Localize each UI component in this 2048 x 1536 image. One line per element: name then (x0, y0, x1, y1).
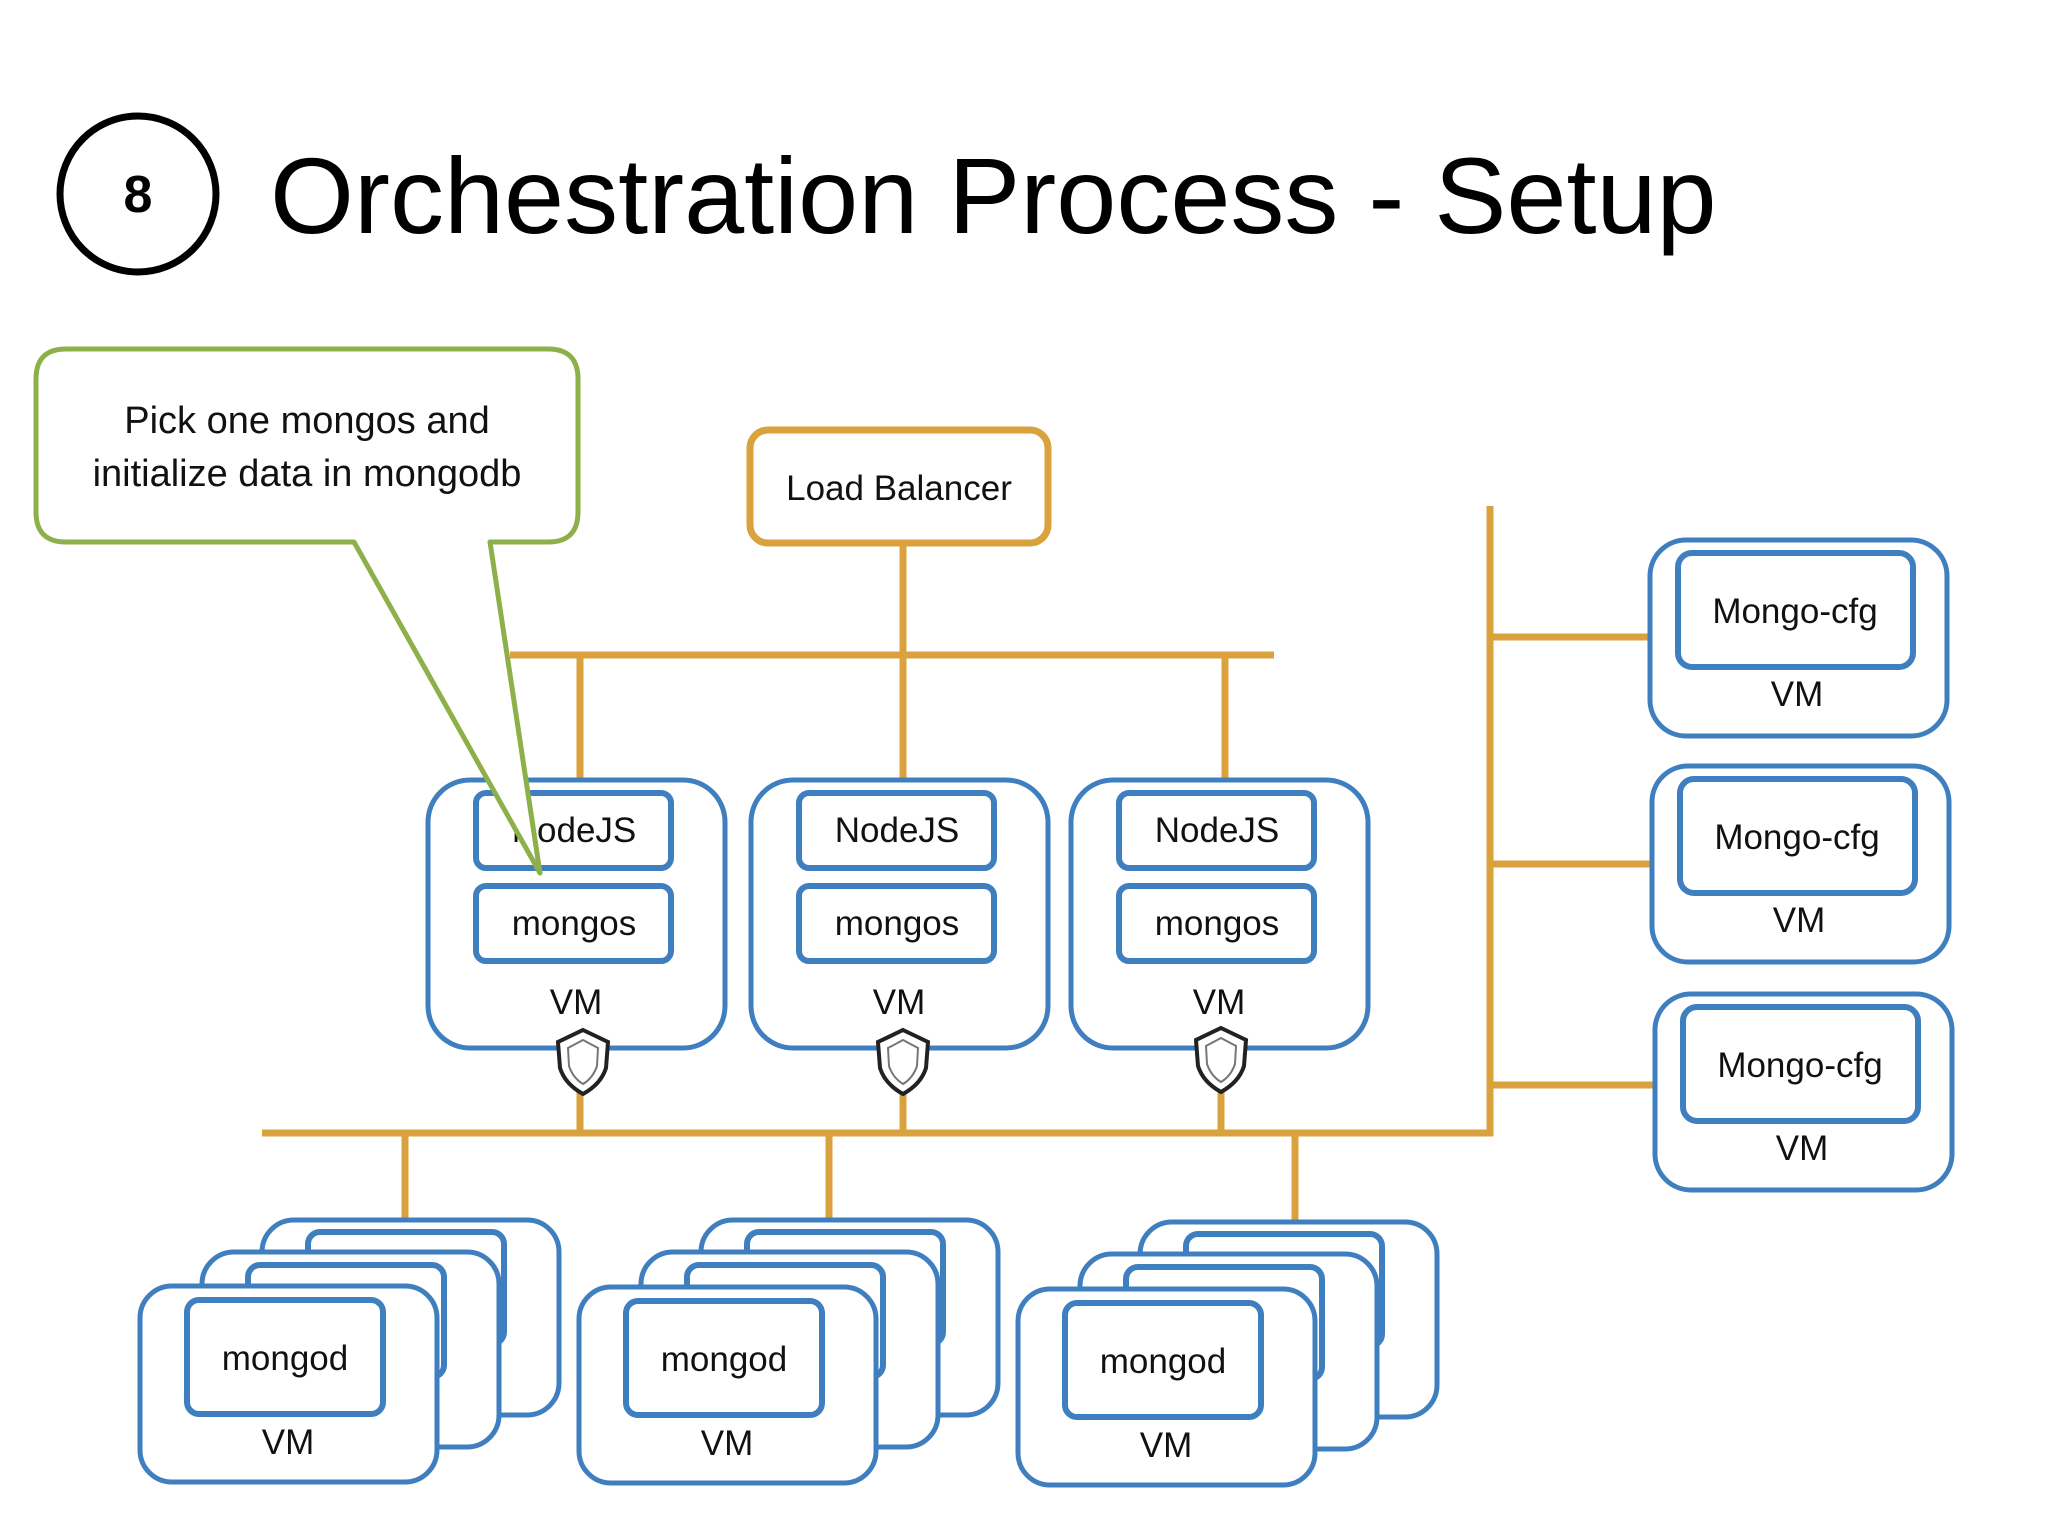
config-vm-2: Mongo-cfg VM (1649, 763, 1952, 965)
nodejs-box (796, 790, 997, 871)
mongos-label: mongos (835, 904, 960, 943)
load-balancer: Load Balancer (746, 426, 1052, 547)
callout-line-2: initialize data in mongodb (93, 453, 522, 495)
slide-header: 8 Orchestration Process - Setup (56, 112, 1717, 276)
callout-bubble (33, 346, 581, 876)
nodejs-box (1116, 790, 1317, 871)
vm-label: VM (1140, 1426, 1193, 1465)
mongos-box (796, 883, 997, 964)
mongod-box (184, 1297, 386, 1417)
mongo-cfg-label: Mongo-cfg (1712, 592, 1877, 631)
app-vm-3: NodeJS mongos VM (1068, 777, 1371, 1051)
shard-stack-2: mongod VM (576, 1217, 1001, 1486)
vm-label: VM (1771, 675, 1824, 714)
vm-label: VM (262, 1423, 315, 1462)
config-vm-1: Mongo-cfg VM (1647, 537, 1950, 739)
mongo-cfg-label: Mongo-cfg (1717, 1046, 1882, 1085)
load-balancer-label: Load Balancer (786, 469, 1012, 508)
mongod-label: mongod (1100, 1342, 1226, 1381)
config-vm-3: Mongo-cfg VM (1652, 991, 1955, 1193)
mongos-box (473, 883, 674, 964)
mongod-label: mongod (661, 1340, 787, 1379)
mongos-box (1116, 883, 1317, 964)
step-number: 8 (124, 166, 153, 224)
app-vm-2: NodeJS mongos VM (748, 777, 1051, 1051)
mongo-cfg-box (1675, 550, 1916, 670)
mongo-cfg-box (1677, 776, 1918, 896)
mongo-cfg-box (1680, 1004, 1921, 1124)
shard-stack-3: mongod VM (1015, 1219, 1440, 1488)
vm-label: VM (701, 1424, 754, 1463)
mongos-label: mongos (1155, 904, 1280, 943)
mongod-label: mongod (222, 1339, 348, 1378)
shard-stack-1: mongod VM (137, 1217, 562, 1485)
mongod-box (623, 1298, 825, 1418)
load-balancer-box (746, 426, 1052, 547)
page-title: Orchestration Process - Setup (270, 135, 1717, 256)
shield-icon (875, 1027, 931, 1097)
vm-label: VM (873, 983, 926, 1022)
vm-label: VM (1773, 901, 1826, 940)
mongod-box (1062, 1300, 1264, 1420)
vm-label: VM (1776, 1129, 1829, 1168)
step-badge (56, 112, 220, 276)
callout-line-1: Pick one mongos and (124, 400, 489, 442)
nodejs-label: NodeJS (1155, 811, 1280, 850)
shield-icon (1193, 1025, 1249, 1095)
callout: Pick one mongos and initialize data in m… (33, 346, 581, 876)
vm-label: VM (550, 983, 603, 1022)
shield-icon (555, 1027, 611, 1097)
app-vm-1: NodeJS mongos VM (425, 777, 728, 1051)
mongos-label: mongos (512, 904, 637, 943)
nodejs-label: NodeJS (835, 811, 960, 850)
vm-label: VM (1193, 983, 1246, 1022)
mongo-cfg-label: Mongo-cfg (1714, 818, 1879, 857)
